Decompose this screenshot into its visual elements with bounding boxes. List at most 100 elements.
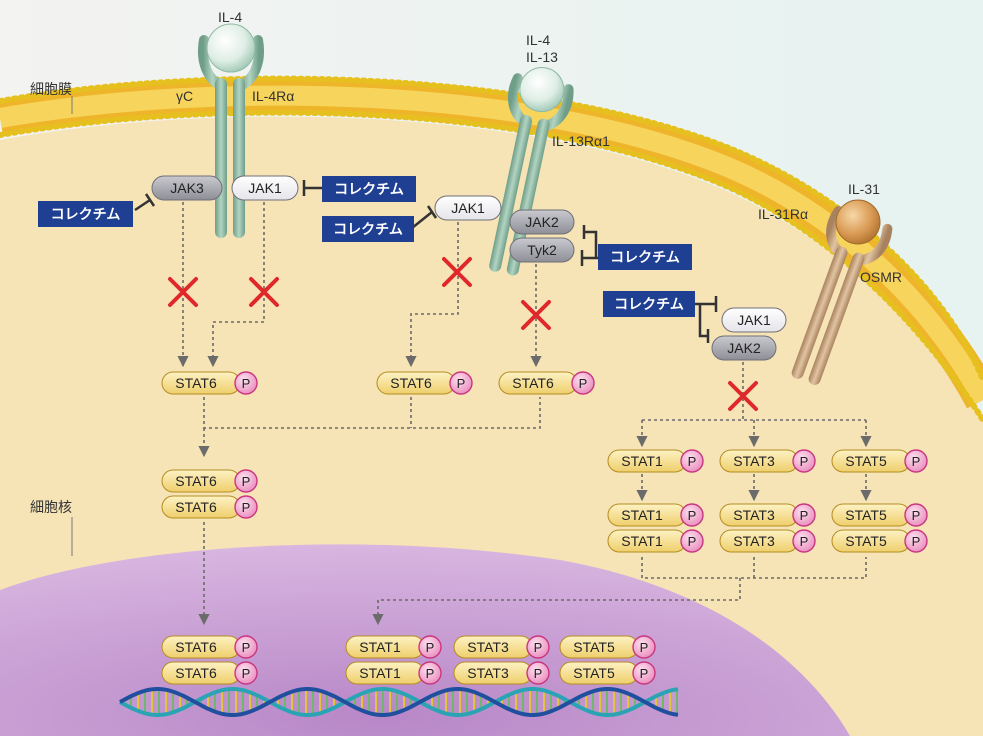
svg-text:JAK2: JAK2	[525, 214, 559, 230]
receptor-il31	[791, 206, 893, 385]
stat5-phospho-unit: STAT5 P	[559, 661, 656, 685]
label-cell-membrane: 細胞膜	[30, 81, 72, 97]
kinase-jak3: JAK3	[151, 175, 223, 201]
label-il31r-alpha: IL-31Rα	[758, 206, 808, 222]
dna-strand-b	[119, 687, 679, 717]
stat5-label: STAT5	[573, 639, 615, 655]
svg-text:Tyk2: Tyk2	[527, 242, 557, 258]
phosphate-circle	[571, 371, 595, 395]
phosphate-circle	[234, 635, 258, 659]
label-il4r-alpha: IL-4Rα	[252, 88, 294, 104]
receptor-il13	[489, 67, 574, 276]
phosphate-circle	[234, 469, 258, 493]
phosphate-label: P	[800, 454, 809, 469]
phosphate-label: P	[912, 534, 921, 549]
label-il13r-alpha1: IL-13Rα1	[552, 133, 610, 149]
stat6-label: STAT6	[175, 665, 217, 681]
svg-text:コレクチム: コレクチム	[610, 249, 680, 265]
phosphate-label: P	[579, 376, 588, 391]
phosphate-label: P	[426, 666, 435, 681]
inhibitor-box-jak2-tyk2: コレクチム	[598, 244, 692, 270]
phosphate-circle	[680, 449, 704, 473]
svg-text:コレクチム: コレクチム	[333, 221, 403, 237]
kinase-jak1-il13: JAK1	[434, 195, 502, 221]
phosphate-label: P	[640, 666, 649, 681]
phosphate-circle	[234, 661, 258, 685]
stat6-label: STAT6	[175, 473, 217, 489]
stat3-label: STAT3	[733, 507, 775, 523]
stat1-label: STAT1	[621, 507, 663, 523]
inhibitor-box-jak1-il13: コレクチム	[322, 216, 414, 242]
stat1-phospho-unit: STAT1 P	[607, 529, 704, 553]
svg-text:JAK1: JAK1	[248, 180, 282, 196]
stat1-phospho-unit: STAT1 P	[345, 661, 442, 685]
phosphate-circle	[904, 529, 928, 553]
phosphate-label: P	[457, 376, 466, 391]
kinase-jak2-il13: JAK2	[509, 209, 575, 235]
stat1-label: STAT1	[621, 533, 663, 549]
stat3-phospho-unit: STAT3 P	[719, 503, 816, 527]
stat1-label: STAT1	[359, 639, 401, 655]
stat5-label: STAT5	[845, 533, 887, 549]
svg-text:コレクチム: コレクチム	[614, 296, 684, 312]
stat5-label: STAT5	[845, 453, 887, 469]
inhibitor-box-il31: コレクチム	[603, 291, 695, 317]
phosphate-label: P	[426, 640, 435, 655]
phosphate-circle	[632, 661, 656, 685]
phosphate-label: P	[688, 508, 697, 523]
label-il4: IL-4	[218, 9, 242, 25]
svg-text:JAK1: JAK1	[737, 312, 771, 328]
phosphate-circle	[792, 529, 816, 553]
phosphate-circle	[234, 371, 258, 395]
stat3-label: STAT3	[467, 665, 509, 681]
phosphate-circle	[632, 635, 656, 659]
phosphate-circle	[792, 503, 816, 527]
phosphate-label: P	[912, 454, 921, 469]
stat6-label: STAT6	[175, 639, 217, 655]
stat3-label: STAT3	[467, 639, 509, 655]
label-il31: IL-31	[848, 181, 880, 197]
ligand-il4-ball	[206, 23, 256, 73]
stat5-phospho-unit: STAT5 P	[831, 529, 928, 553]
phosphate-label: P	[534, 640, 543, 655]
stat5-label: STAT5	[845, 507, 887, 523]
ligand-il31-ball	[835, 199, 881, 245]
label-cell-nucleus: 細胞核	[30, 499, 72, 515]
stat5-label: STAT5	[573, 665, 615, 681]
stat1-phospho-unit: STAT1 P	[607, 503, 704, 527]
kinase-jak1-il4: JAK1	[231, 175, 299, 201]
phosphate-circle	[526, 635, 550, 659]
il4r-alpha-chain	[233, 78, 245, 238]
svg-text:JAK2: JAK2	[727, 340, 761, 356]
phosphate-label: P	[242, 666, 251, 681]
label-il13: IL-13	[526, 49, 558, 65]
stat6-phospho-unit: STAT6 P	[161, 661, 258, 685]
phosphate-label: P	[242, 640, 251, 655]
phosphate-circle	[449, 371, 473, 395]
phosphate-label: P	[800, 508, 809, 523]
svg-text:JAK3: JAK3	[170, 180, 204, 196]
stat1-phospho-unit: STAT1 P	[345, 635, 442, 659]
phosphate-label: P	[688, 534, 697, 549]
svg-text:コレクチム: コレクチム	[334, 181, 404, 197]
stat6-label: STAT6	[390, 375, 432, 391]
phosphate-circle	[904, 449, 928, 473]
stat1-label: STAT1	[359, 665, 401, 681]
phosphate-circle	[234, 495, 258, 519]
label-gamma-c: γC	[176, 88, 193, 104]
stat3-label: STAT3	[733, 533, 775, 549]
stat5-phospho-unit: STAT5 P	[831, 449, 928, 473]
dna-strand-a	[119, 687, 679, 717]
label-il4-upper: IL-4	[526, 32, 550, 48]
phosphate-circle	[680, 529, 704, 553]
